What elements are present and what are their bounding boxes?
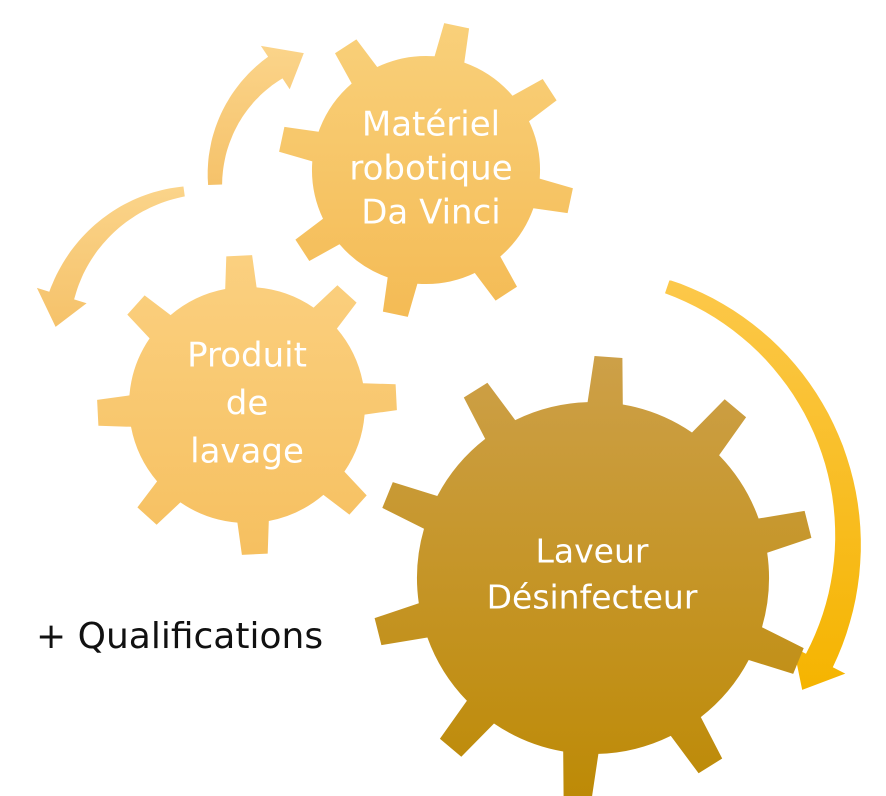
cycle-arrow-top — [207, 45, 304, 186]
gear-label-line: lavage — [190, 432, 304, 472]
gear-materiel-robotique: Matériel robotique Da Vinci — [279, 23, 573, 317]
gear-label-line: Produit — [187, 336, 307, 376]
gear-produit-de-lavage: Produit de lavage — [97, 255, 397, 555]
gear-label-line: de — [226, 384, 269, 424]
cycle-arrow-left — [36, 186, 185, 327]
gear-shape — [374, 356, 812, 796]
gear-laveur-desinfecteur: Laveur Désinfecteur — [374, 356, 812, 796]
gear-label-line: robotique — [349, 149, 512, 189]
gear-label-line: Matériel — [362, 105, 500, 145]
gear-shape — [97, 255, 397, 555]
gear-label-line: Laveur — [536, 532, 649, 571]
gear-shape — [279, 23, 573, 317]
gear-label-line: Da Vinci — [361, 193, 500, 233]
gear-label-line: Désinfecteur — [487, 578, 698, 617]
qualifications-text: + Qualifications — [36, 616, 323, 657]
